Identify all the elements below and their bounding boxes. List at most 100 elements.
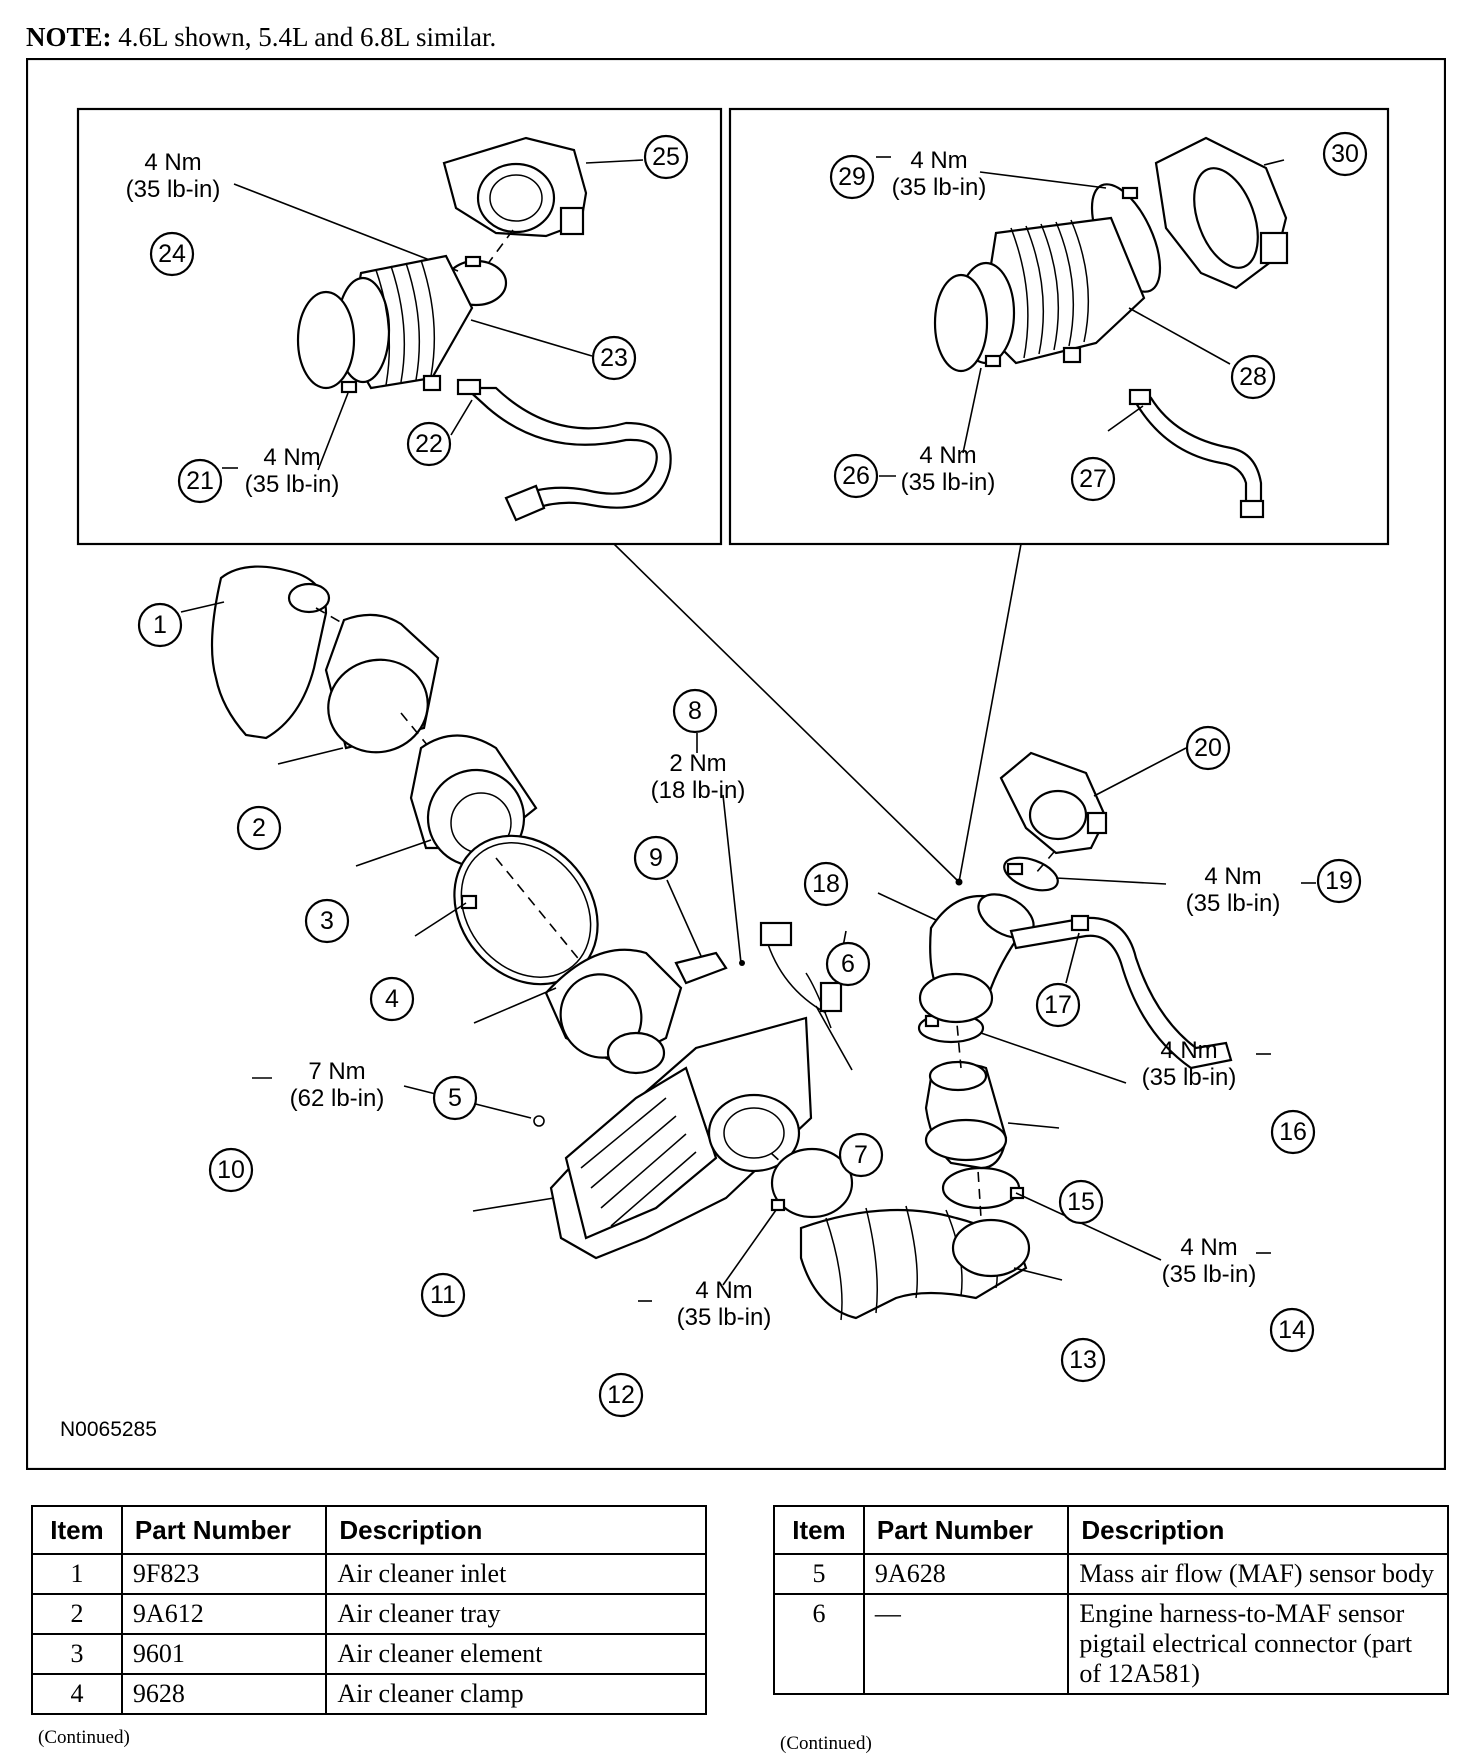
leader-14 bbox=[1015, 1192, 1162, 1261]
leader-28 bbox=[1128, 307, 1231, 365]
callout-5: 5 bbox=[432, 1075, 478, 1121]
svg-text:6: 6 bbox=[841, 950, 855, 978]
clamp-26 bbox=[933, 273, 1002, 373]
callout-13: 13 bbox=[1060, 1337, 1106, 1383]
cell-item: 5 bbox=[773, 1553, 865, 1595]
throttle-body-20 bbox=[999, 751, 1108, 855]
svg-text:1: 1 bbox=[153, 611, 167, 639]
header-item: Item bbox=[773, 1505, 865, 1555]
callout-1: 1 bbox=[137, 602, 183, 648]
callout-17: 17 bbox=[1035, 982, 1081, 1028]
torque-24: 4 Nm (35 lb-in) bbox=[126, 149, 221, 203]
centerline bbox=[315, 607, 352, 629]
header-part-number: Part Number bbox=[120, 1505, 328, 1555]
callout-24: 24 bbox=[149, 231, 195, 277]
svg-text:15: 15 bbox=[1067, 1188, 1095, 1216]
svg-text:18: 18 bbox=[812, 870, 840, 898]
torque-value-imperial: (35 lb-in) bbox=[892, 174, 987, 201]
svg-text:27: 27 bbox=[1079, 465, 1107, 493]
torque-value: 2 Nm bbox=[669, 750, 726, 777]
svg-text:2: 2 bbox=[252, 814, 266, 842]
torque-16: 4 Nm (35 lb-in) bbox=[1142, 1037, 1237, 1091]
leader-24 bbox=[233, 183, 459, 272]
table-row: 6 — Engine harness-to-MAF sensor pigtail… bbox=[773, 1593, 1449, 1695]
leader-2 bbox=[277, 747, 344, 765]
cell-description: Air cleaner clamp bbox=[325, 1673, 707, 1715]
svg-text:24: 24 bbox=[158, 240, 186, 268]
svg-text:11: 11 bbox=[430, 1281, 456, 1309]
header-part-number: Part Number bbox=[862, 1505, 1070, 1555]
centerline bbox=[975, 1137, 982, 1219]
torque-value-imperial: (35 lb-in) bbox=[1186, 890, 1281, 917]
torque-value: 4 Nm bbox=[263, 444, 320, 471]
bolt-10 bbox=[533, 1115, 545, 1127]
exploded-diagram: 4 Nm (35 lb-in) 4 Nm (35 lb-in) 4 Nm (35… bbox=[26, 58, 1446, 1470]
leader-5 bbox=[473, 987, 557, 1024]
svg-text:20: 20 bbox=[1194, 734, 1222, 762]
svg-text:8: 8 bbox=[688, 697, 702, 725]
callout-16: 16 bbox=[1270, 1109, 1316, 1155]
torque-value-imperial: (35 lb-in) bbox=[677, 1304, 772, 1331]
callout-6: 6 bbox=[825, 941, 871, 987]
air-cleaner-tray-2 bbox=[324, 613, 440, 754]
header-description: Description bbox=[1067, 1505, 1449, 1555]
svg-text:5: 5 bbox=[448, 1084, 462, 1112]
torque-29: 4 Nm (35 lb-in) bbox=[892, 147, 987, 201]
maf-sensor-body-5 bbox=[544, 948, 683, 1075]
clamp-14 bbox=[941, 1166, 1025, 1210]
note-label: NOTE: bbox=[26, 22, 112, 52]
leader-18 bbox=[877, 892, 937, 921]
callout-14: 14 bbox=[1269, 1307, 1315, 1353]
torque-value-imperial: (35 lb-in) bbox=[1142, 1064, 1237, 1091]
parts-table-right: Item Part Number Description 5 9A628 Mas… bbox=[773, 1505, 1449, 1695]
callout-11: 11 bbox=[420, 1272, 466, 1318]
leader-27 bbox=[1107, 405, 1144, 432]
callout-19: 19 bbox=[1316, 858, 1362, 904]
cell-description: Air cleaner inlet bbox=[325, 1553, 707, 1595]
leader-21 bbox=[317, 392, 349, 471]
svg-text:19: 19 bbox=[1325, 867, 1353, 895]
torque-value: 4 Nm bbox=[1160, 1037, 1217, 1064]
continued-note-right: (Continued) bbox=[780, 1733, 872, 1754]
pcv-hose-22 bbox=[456, 378, 672, 522]
cell-part-number: 9A628 bbox=[862, 1553, 1070, 1595]
inset-connector-line bbox=[958, 543, 1022, 883]
centerline bbox=[495, 857, 587, 969]
intake-duct-13 bbox=[799, 1205, 1031, 1321]
svg-text:3: 3 bbox=[320, 907, 334, 935]
svg-text:30: 30 bbox=[1331, 140, 1359, 168]
elbow-18 bbox=[918, 893, 1035, 1024]
leader-19 bbox=[1055, 877, 1167, 885]
torque-value: 4 Nm bbox=[695, 1277, 752, 1304]
clamp-21 bbox=[296, 290, 358, 394]
inset-connector-line bbox=[613, 543, 960, 883]
torque-value: 4 Nm bbox=[1204, 863, 1261, 890]
connector-point bbox=[955, 878, 963, 886]
note-line: NOTE: 4.6L shown, 5.4L and 6.8L similar. bbox=[26, 20, 496, 54]
figure-frame bbox=[26, 58, 1446, 1470]
torque-value-imperial: (18 lb-in) bbox=[651, 777, 746, 804]
leader-12 bbox=[722, 1209, 777, 1286]
leader-4 bbox=[414, 902, 467, 937]
air-cleaner-inlet-1 bbox=[210, 565, 331, 740]
leader-23 bbox=[470, 319, 593, 357]
svg-text:14: 14 bbox=[1278, 1316, 1306, 1344]
callout-15: 15 bbox=[1058, 1179, 1104, 1225]
torque-19: 4 Nm (35 lb-in) bbox=[1186, 863, 1281, 917]
svg-text:22: 22 bbox=[415, 430, 443, 458]
leader-7 bbox=[815, 1005, 853, 1071]
callout-3: 3 bbox=[304, 898, 350, 944]
resonator-15 bbox=[924, 1060, 1008, 1170]
inset-right-frame bbox=[728, 107, 1390, 546]
cell-part-number: 9A612 bbox=[120, 1593, 328, 1635]
leader-29 bbox=[979, 171, 1107, 189]
leader-1 bbox=[180, 601, 225, 613]
callout-2: 2 bbox=[236, 805, 282, 851]
screw-8 bbox=[739, 960, 745, 966]
clamp-12 bbox=[770, 1147, 854, 1219]
cell-description: Air cleaner element bbox=[325, 1633, 707, 1675]
torque-8: 2 Nm (18 lb-in) bbox=[651, 750, 746, 804]
table-row: 4 9628 Air cleaner clamp bbox=[31, 1673, 707, 1715]
cell-item: 4 bbox=[31, 1673, 123, 1715]
cell-part-number: 9F823 bbox=[120, 1553, 328, 1595]
